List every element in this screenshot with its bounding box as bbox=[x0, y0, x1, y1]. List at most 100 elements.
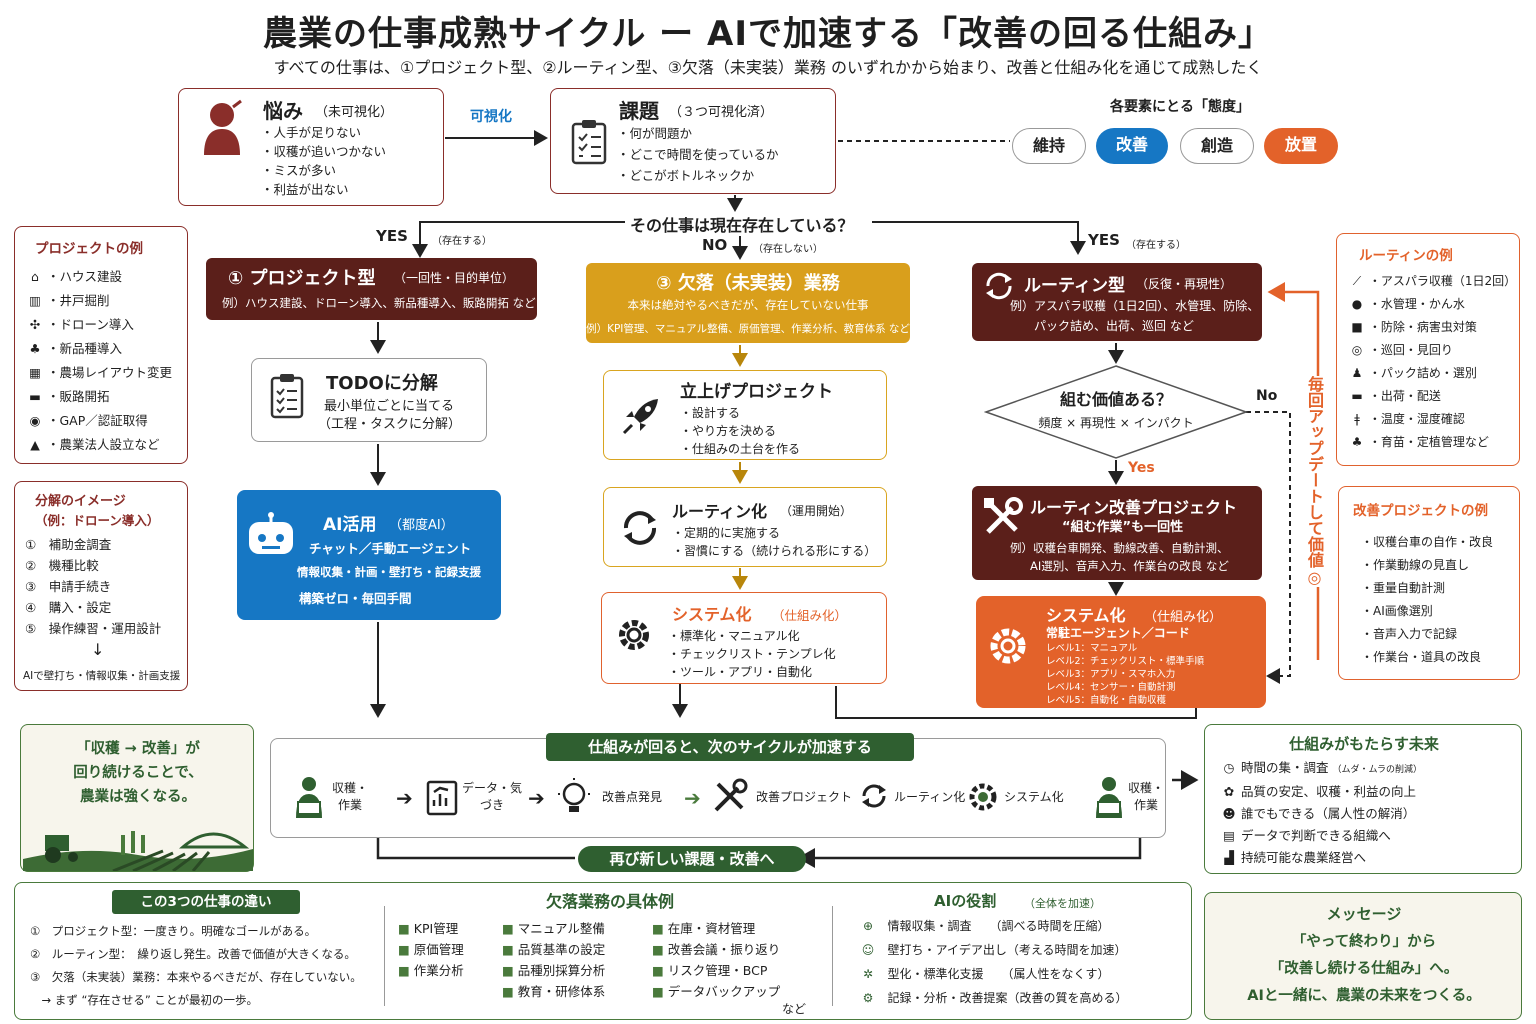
system-level-list: レベル1：マニュアル レベル2：チェックリスト・標準手順 レベル3：アプリ・スマ… bbox=[1046, 642, 1204, 707]
gear-icon bbox=[990, 628, 1026, 664]
item-text: 型化・標準化支援 （属人性をなくす） bbox=[887, 967, 1110, 981]
worth-diamond bbox=[984, 365, 1248, 459]
cycle-step-label: 収穫・作業 bbox=[331, 781, 368, 812]
item-text: ・出荷・配送 bbox=[1368, 389, 1441, 403]
list-item: ・何が問題か bbox=[617, 126, 693, 141]
list-item: ■ 改善会議・振り返り bbox=[652, 939, 780, 960]
item-text: ・井戸掘削 bbox=[46, 293, 110, 308]
cycle-icon bbox=[862, 784, 886, 808]
diff-title: この3つの仕事の違い bbox=[112, 890, 300, 914]
lightbulb-icon bbox=[558, 778, 590, 812]
system-mid-title: システム化 bbox=[672, 605, 752, 624]
cycle-step-label: 収穫・作業 bbox=[1127, 781, 1164, 812]
clock-icon: ◷ bbox=[1223, 760, 1235, 775]
list-item: ■ 教育・研修体系 bbox=[502, 981, 605, 1002]
list-item: ⚙ 記録・分析・改善提案（改善の質を高める） bbox=[860, 986, 1128, 1010]
no-mid-label: NO bbox=[702, 236, 728, 254]
item-text: 品種別採算分析 bbox=[517, 963, 606, 978]
list-item: ・作業動線の見直し bbox=[1361, 558, 1470, 572]
list-item: ♣ ・新品種導入 bbox=[27, 337, 172, 361]
gear-icon: ⚙ bbox=[862, 991, 874, 1005]
list-item: ♟ ・パック詰め・選別 bbox=[1349, 362, 1516, 385]
divider bbox=[832, 906, 833, 1006]
routine-type-title: ルーティン型 bbox=[1024, 276, 1125, 296]
nayami-list: ・人手が足りない ・収穫が追いつかない ・ミスが多い ・利益が出ない bbox=[261, 123, 386, 199]
routine-type-line2: パック詰め、出荷、巡回 など bbox=[1034, 319, 1194, 333]
list-item: ② 機種比較 bbox=[25, 558, 99, 573]
item-text: 品質基準の設定 bbox=[517, 942, 606, 957]
project-examples-title: プロジェクトの例 bbox=[35, 241, 143, 257]
list-item: ③ 申請手続き bbox=[25, 579, 112, 594]
list-item: ・人手が足りない bbox=[261, 125, 362, 140]
message-box: メッセージ 「やって終わり」から 「改善し続ける仕組み」へ。 AIと一緒に、農業… bbox=[1204, 892, 1522, 1020]
cycle-icon bbox=[624, 511, 656, 545]
list-item: レベル2：チェックリスト・標準手順 bbox=[1046, 656, 1205, 667]
missing-examples-col2: ■ マニュアル整備 ■ 品質基準の設定 ■ 品種別採算分析 ■ 教育・研修体系 bbox=[502, 918, 605, 1002]
system-mid-note: （仕組み化） bbox=[772, 608, 848, 623]
item-text: ・ハウス建設 bbox=[46, 269, 122, 284]
project-type-note: （一回性・目的単位） bbox=[394, 271, 515, 285]
project-type-box: ① プロジェクト型 （一回性・目的単位） 例）ハウス建設、ドローン導入、新品種導… bbox=[206, 258, 537, 320]
item-text: リスク管理・BCP bbox=[667, 963, 768, 978]
list-item: レベル1：マニュアル bbox=[1046, 643, 1138, 654]
list-item: ・AI画像選別 bbox=[1361, 604, 1433, 618]
bullet-icon: ■ bbox=[398, 921, 410, 936]
item-text: ・アスパラ収穫（1日2回） bbox=[1368, 274, 1517, 288]
template-icon: ✲ bbox=[862, 967, 874, 981]
todo-desc1: 最小単位ごとに当てる bbox=[324, 399, 455, 414]
item-text: ・ドローン導入 bbox=[46, 317, 134, 332]
robot-icon bbox=[249, 512, 293, 554]
decomposition-box: 分解のイメージ （例：ドローン導入） ① 補助金調査 ② 機種比較 ③ 申請手続… bbox=[14, 481, 188, 691]
ai-use-title: AI活用 bbox=[323, 515, 377, 535]
nayami-box: 悩み （未可視化） ・人手が足りない ・収穫が追いつかない ・ミスが多い ・利益… bbox=[178, 88, 444, 206]
routine-improve-line2: AI選別、音声入力、作業台の改良 など bbox=[1030, 559, 1229, 573]
list-item: ⊕ 情報収集・調査 （調べる時間を圧縮） bbox=[860, 914, 1127, 938]
ai-use-box: AI活用 （都度AI） チャット／手動エージェント 情報収集・計画・壁打ち・記録… bbox=[237, 490, 501, 620]
rocket-icon bbox=[622, 399, 658, 435]
routine-improve-sub: “組む作業”も一回性 bbox=[1062, 520, 1184, 535]
list-item: ■ リスク管理・BCP bbox=[652, 960, 780, 981]
item-text: 情報収集・調査 （調べる時間を圧縮） bbox=[887, 919, 1110, 933]
list-item: ▟ 持続可能な農業経営へ bbox=[1221, 847, 1422, 869]
item-text: KPI管理 bbox=[413, 921, 459, 936]
item-text: ・防除・病害虫対策 bbox=[1368, 320, 1477, 334]
list-item: ・習慣にする（続けられる形にする） bbox=[672, 544, 877, 558]
list-item: ▲ ・農業法人設立など bbox=[27, 433, 172, 457]
missing-task-title: ③ 欠落（未実装）業務 bbox=[656, 273, 840, 294]
list-item: ◉ ・GAP／認証取得 bbox=[27, 409, 172, 433]
idea-icon: ☺ bbox=[861, 943, 875, 957]
routine-type-box: ルーティン型 （反復・再現性） 例）アスパラ収穫（1日2回）、水管理、防除、 パ… bbox=[972, 263, 1262, 341]
list-item: ▬ ・出荷・配送 bbox=[1349, 385, 1516, 408]
routine-improve-box: ルーティン改善プロジェクト “組む作業”も一回性 例）収穫台車開発、動線改善、自… bbox=[972, 486, 1262, 580]
routinize-title: ルーティン化 bbox=[672, 502, 768, 521]
cycle-step-label: システム化 bbox=[1004, 790, 1064, 804]
list-item: ・チェックリスト・テンプレ化 bbox=[668, 647, 836, 661]
quality-icon: ✿ bbox=[1223, 784, 1235, 799]
item-text: データで判断できる組織へ bbox=[1240, 828, 1391, 843]
yes-right-label: YES bbox=[1088, 231, 1120, 249]
bullet-icon: ■ bbox=[652, 963, 664, 978]
page-title: 農業の仕事成熟サイクル ー AIで加速する「改善の回る仕組み」 bbox=[263, 14, 1273, 54]
sprout-icon: ♣ bbox=[1351, 435, 1363, 449]
sprayer-icon: ■ bbox=[1351, 320, 1363, 334]
item-text: ・農業法人設立など bbox=[46, 437, 160, 452]
missing-examples-col3: ■ 在庫・資材管理 ■ 改善会議・振り返り ■ リスク管理・BCP ■ データバ… bbox=[652, 918, 780, 1002]
item-text: 在庫・資材管理 bbox=[667, 921, 756, 936]
list-item: ● ・水管理・かん水 bbox=[1349, 293, 1516, 316]
system-right-title: システム化 bbox=[1046, 606, 1126, 625]
list-item: ⟋ ・アスパラ収穫（1日2回） bbox=[1349, 270, 1516, 293]
clipboard-icon bbox=[571, 120, 607, 165]
ai-role-title: AIの役割 bbox=[934, 892, 997, 910]
tools-icon bbox=[714, 778, 748, 812]
item-note: （ムダ・ムラの削減） bbox=[1332, 765, 1423, 775]
farm-illustration bbox=[23, 831, 253, 871]
arrow-right-icon: ➔ bbox=[528, 786, 545, 810]
kadai-list: ・何が問題か ・どこで時間を使っているか ・どこがボトルネックか bbox=[617, 123, 779, 186]
list-item: ▤ データで判断できる組織へ bbox=[1221, 825, 1422, 847]
list-item: ・作業台・道具の改良 bbox=[1361, 650, 1482, 664]
improve-examples-box: 改善プロジェクトの例 ・収穫台車の自作・改良 ・作業動線の見直し ・重量自動計測… bbox=[1338, 486, 1520, 680]
improve-examples-title: 改善プロジェクトの例 bbox=[1353, 503, 1488, 519]
bullet-icon: ■ bbox=[652, 984, 664, 999]
message-title: メッセージ bbox=[1326, 905, 1402, 923]
